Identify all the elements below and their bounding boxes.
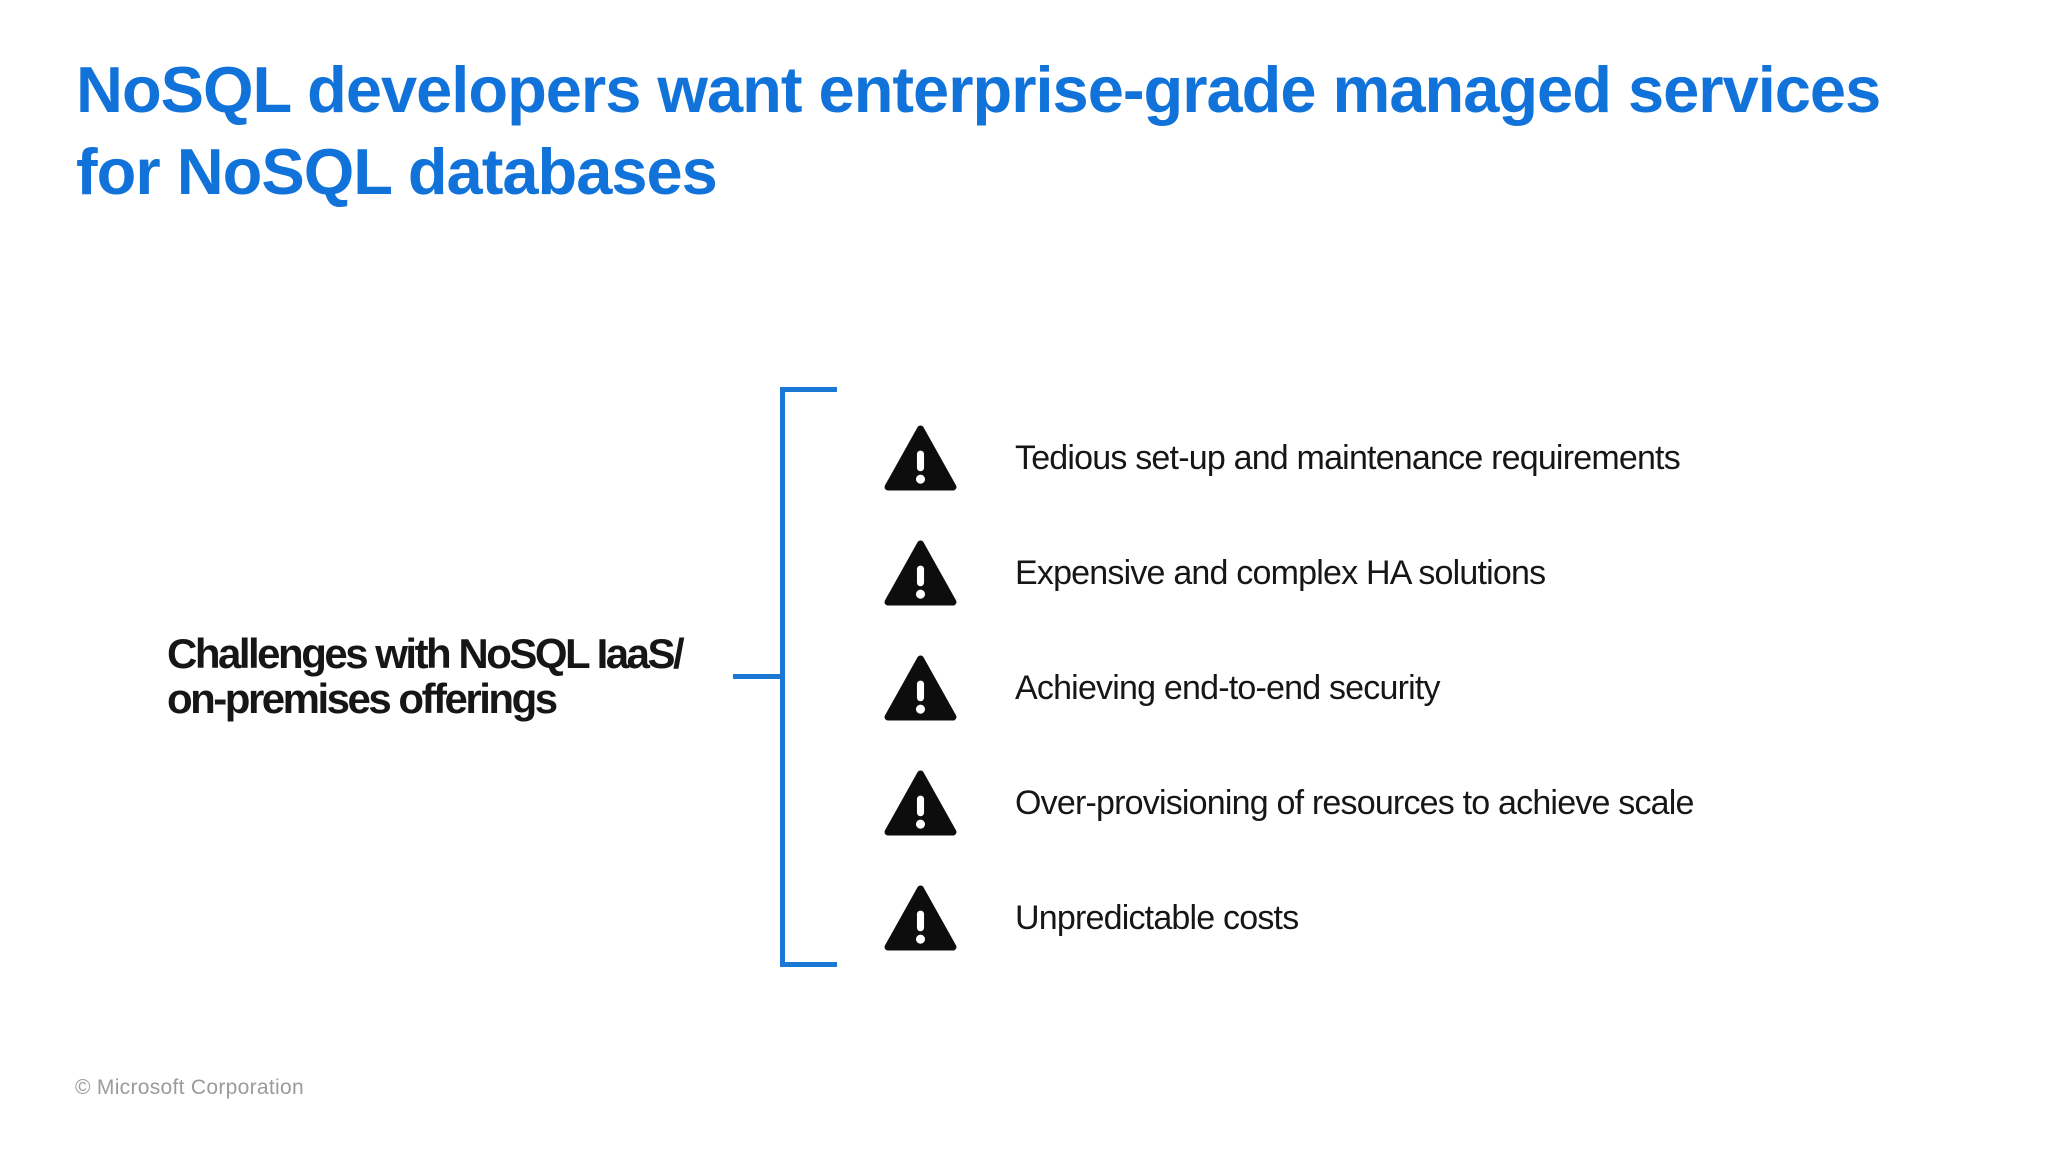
challenges-label-line2: on-premises offerings bbox=[167, 675, 558, 722]
challenge-item: Unpredictable costs bbox=[884, 883, 1299, 953]
warning-triangle-icon bbox=[884, 884, 957, 952]
challenge-item-text: Unpredictable costs bbox=[1015, 898, 1299, 937]
challenges-label-line1: Challenges with NoSQL IaaS/ bbox=[167, 630, 685, 677]
challenge-item-text: Tedious set-up and maintenance requireme… bbox=[1015, 438, 1681, 477]
warning-triangle-icon bbox=[884, 769, 957, 837]
warning-triangle-icon bbox=[884, 654, 957, 722]
warning-triangle-icon bbox=[884, 539, 957, 607]
challenge-item: Tedious set-up and maintenance requireme… bbox=[884, 423, 1681, 493]
slide-title: NoSQL developers want enterprise-grade m… bbox=[76, 49, 1881, 213]
challenge-item: Expensive and complex HA solutions bbox=[884, 538, 1546, 608]
challenge-item-text: Over-provisioning of resources to achiev… bbox=[1015, 783, 1694, 822]
challenge-item-text: Expensive and complex HA solutions bbox=[1015, 553, 1546, 592]
bracket-label-connector bbox=[733, 674, 780, 679]
warning-triangle-icon bbox=[884, 424, 957, 492]
bracket-top-tick bbox=[780, 387, 837, 392]
copyright-text: © Microsoft Corporation bbox=[75, 1076, 304, 1099]
challenges-label: Challenges with NoSQL IaaS/ on-premises … bbox=[167, 630, 685, 722]
slide-title-line2: for NoSQL databases bbox=[76, 135, 718, 208]
bracket-vertical-line bbox=[780, 387, 785, 967]
bracket-bottom-tick bbox=[780, 962, 837, 967]
challenge-item-text: Achieving end-to-end security bbox=[1015, 668, 1441, 707]
slide-title-line1: NoSQL developers want enterprise-grade m… bbox=[76, 53, 1881, 126]
challenge-item: Achieving end-to-end security bbox=[884, 653, 1441, 723]
challenge-item: Over-provisioning of resources to achiev… bbox=[884, 768, 1694, 838]
